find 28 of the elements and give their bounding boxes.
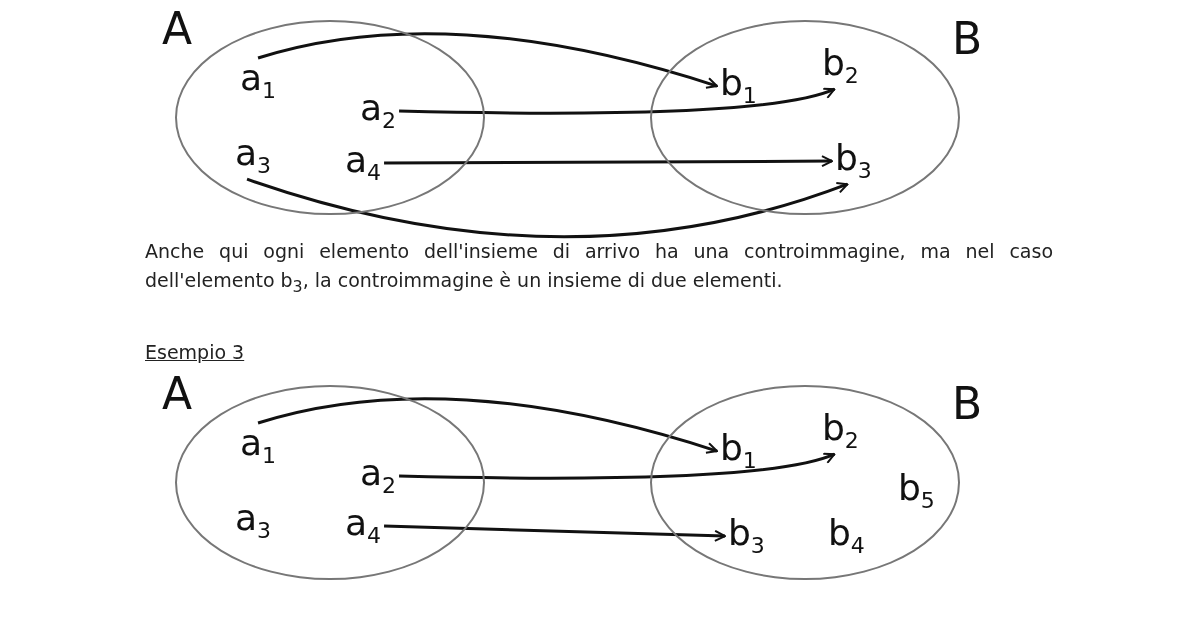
arrow [246,177,849,239]
element-label: b$_{3}$ [728,515,765,558]
arrow [257,32,718,89]
element-label: a$_{4}$ [345,505,382,548]
element-label: a$_{4}$ [345,142,382,185]
arrow [384,524,726,542]
paragraph: Anche qui ogni elemento dell'insieme di arrivo ha una controimmagine, ma nel caso dell'elemento b$_{3}$, la controimmagine è un insieme di due elementi. [145,239,1053,298]
element-label: b$_{4}$ [828,515,865,558]
element-label: b$_{1}$ [720,430,757,473]
example-heading: Esempio 3 [145,340,246,365]
set-name: B [952,382,983,426]
element-label: a$_{3}$ [235,135,272,178]
element-label: b$_{2}$ [822,45,859,88]
element-label: a$_{2}$ [360,455,397,498]
element-label: a$_{1}$ [240,425,277,468]
set-name: A [162,372,193,416]
element-label: b$_{2}$ [822,410,859,453]
arrow [399,86,836,115]
arrow [399,451,836,480]
element-label: b$_{3}$ [835,140,872,183]
set-name: A [162,7,193,51]
element-label: b$_{1}$ [720,65,757,108]
element-label: a$_{1}$ [240,60,277,103]
element-label: a$_{3}$ [235,500,272,543]
element-label: a$_{2}$ [360,90,397,133]
set-name: B [952,17,983,61]
arrow [384,155,833,168]
element-label: b$_{5}$ [898,470,935,513]
